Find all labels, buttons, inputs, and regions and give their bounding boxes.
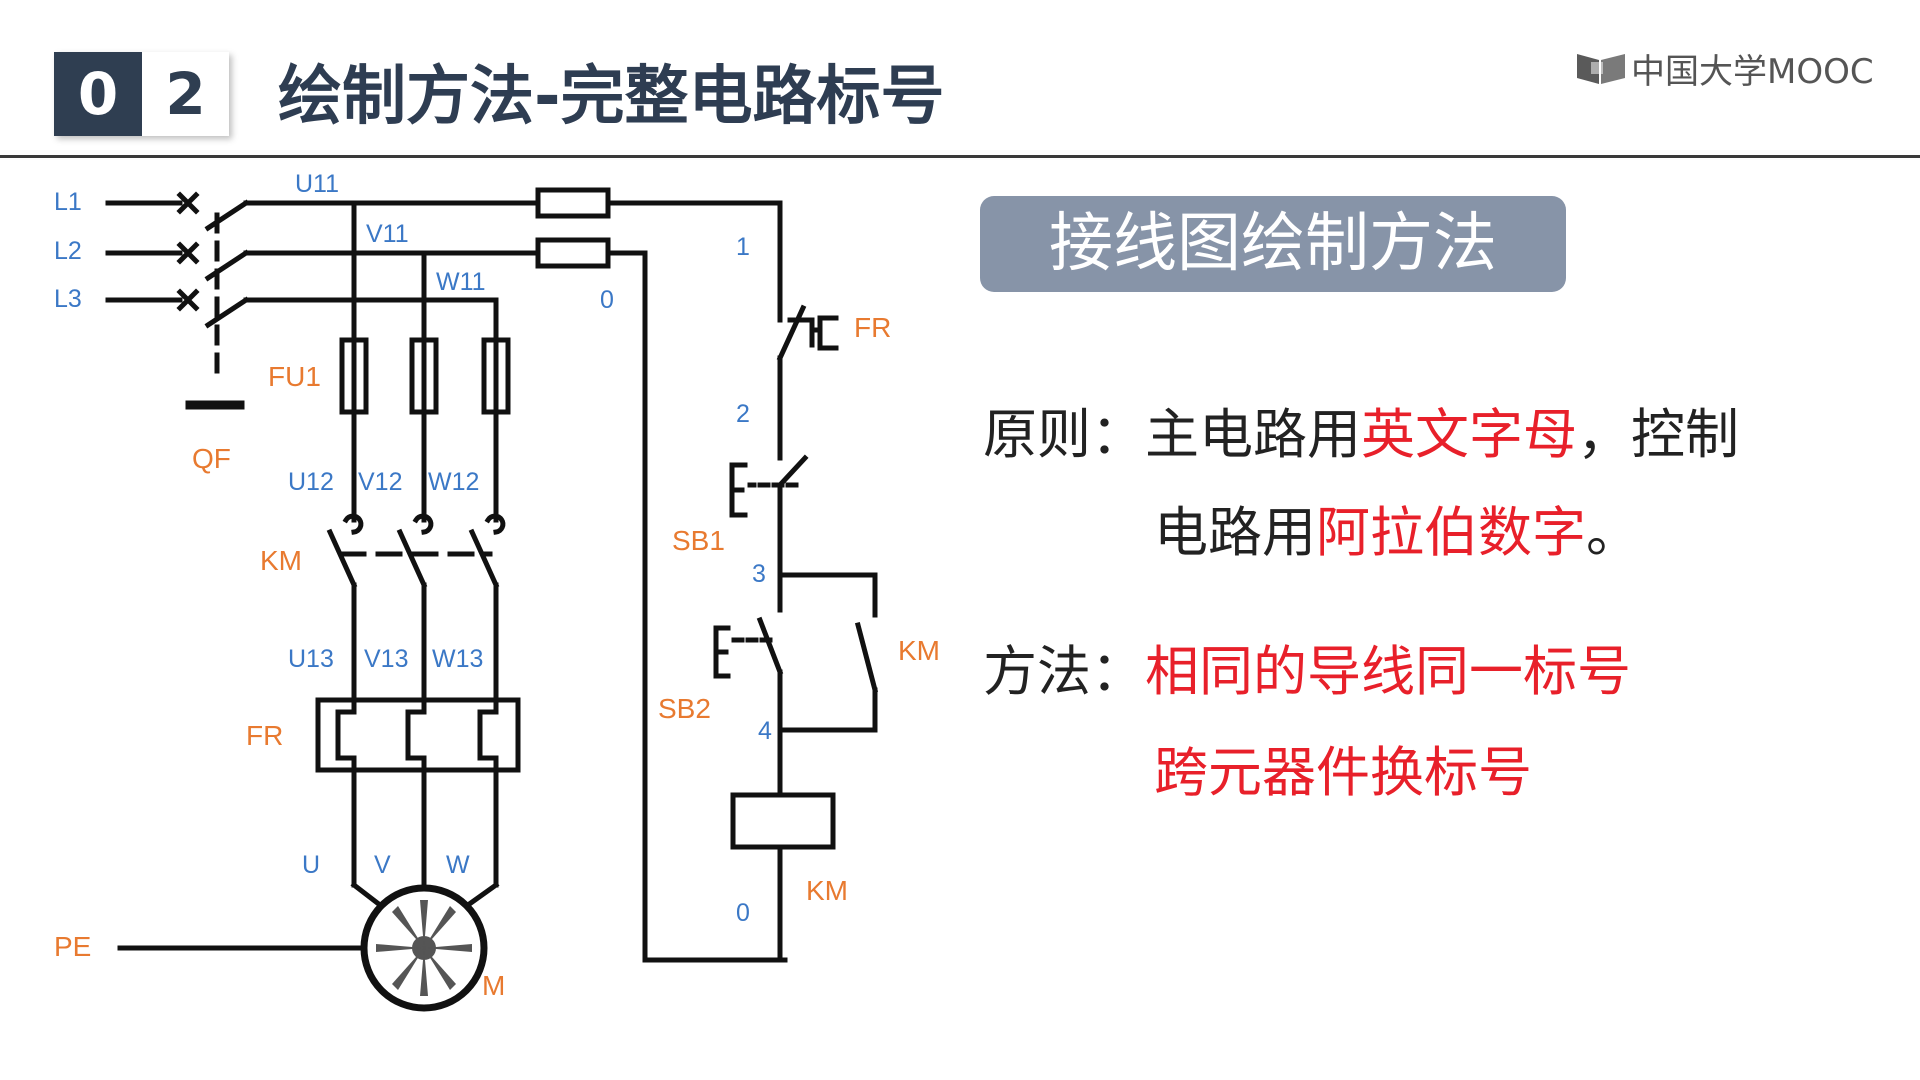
label-node-2: 2 bbox=[736, 400, 750, 428]
method-line-1: 方法：相同的导线同一标号 bbox=[983, 637, 1631, 707]
motor-fan-icon bbox=[376, 900, 472, 996]
label-u13: U13 bbox=[288, 645, 334, 673]
qf-blade-3 bbox=[204, 296, 250, 329]
label-node-4: 4 bbox=[758, 717, 772, 745]
label-w: W bbox=[446, 851, 470, 879]
book-logo-icon bbox=[1577, 54, 1625, 84]
principle-text-3: 电路用 bbox=[1154, 501, 1316, 564]
qf-cross-3 bbox=[176, 288, 200, 312]
control-fuse-1 bbox=[535, 187, 611, 219]
label-motor: M bbox=[482, 970, 505, 1001]
label-fr-control: FR bbox=[854, 312, 891, 343]
header-divider bbox=[0, 155, 1920, 158]
label-fu1: FU1 bbox=[268, 361, 321, 392]
principle-label: 原则： bbox=[983, 403, 1145, 466]
control-fuse-2 bbox=[535, 237, 611, 269]
section-number-badge: 0 2 bbox=[54, 52, 229, 136]
principle-text-4: 。 bbox=[1586, 501, 1640, 564]
fr-element-u bbox=[335, 697, 357, 773]
km-main-contact-v bbox=[396, 528, 428, 589]
label-u: U bbox=[302, 851, 320, 879]
fr-control-contact bbox=[776, 304, 807, 362]
principle-text-1: 主电路用 bbox=[1145, 403, 1361, 466]
label-l2: L2 bbox=[54, 237, 82, 265]
fr-element-v bbox=[405, 697, 427, 773]
sb2-button-mark bbox=[713, 625, 731, 679]
label-v12: V12 bbox=[358, 468, 402, 496]
circuit-diagram: L1 L2 L3 U11 V11 W11 U12 V12 W12 U13 V13… bbox=[54, 170, 940, 1012]
label-u11: U11 bbox=[295, 170, 339, 198]
km-main-contact-u bbox=[326, 528, 358, 589]
label-u12: U12 bbox=[288, 468, 334, 496]
sb1-contact bbox=[776, 454, 809, 489]
sb1-button-mark bbox=[729, 462, 748, 518]
method-line-2: 跨元器件换标号 bbox=[1154, 738, 1532, 808]
fr-control-thermal bbox=[809, 315, 839, 351]
label-l1: L1 bbox=[54, 188, 82, 216]
fr-element-w bbox=[477, 697, 499, 773]
method-label: 方法： bbox=[983, 640, 1145, 703]
label-w11: W11 bbox=[436, 268, 486, 296]
qf-blade-1 bbox=[204, 199, 250, 232]
qf-cross-2 bbox=[176, 241, 200, 265]
label-node-0-top: 0 bbox=[600, 286, 614, 314]
label-v11: V11 bbox=[366, 220, 409, 248]
principle-text-2: ，控制 bbox=[1577, 403, 1739, 466]
label-km-coil: KM bbox=[806, 875, 848, 906]
label-fr-main: FR bbox=[246, 720, 283, 751]
km-arc-w bbox=[484, 513, 506, 535]
qf-cross-1 bbox=[176, 191, 200, 215]
label-w12: W12 bbox=[428, 468, 479, 496]
km-arc-u bbox=[342, 513, 364, 535]
label-km-aux: KM bbox=[898, 635, 940, 666]
km-aux-contact bbox=[854, 621, 879, 694]
label-sb2: SB2 bbox=[658, 693, 711, 724]
mooc-logo: 中国大学MOOC bbox=[1575, 48, 1874, 92]
label-qf: QF bbox=[192, 443, 231, 474]
label-node-1: 1 bbox=[736, 233, 750, 261]
sb2-contact bbox=[756, 616, 784, 676]
section-heading-box: 接线图绘制方法 bbox=[980, 196, 1566, 292]
section-number-digit-1: 0 bbox=[54, 52, 142, 136]
method-highlight-2: 跨元器件换标号 bbox=[1154, 741, 1532, 804]
method-highlight-1: 相同的导线同一标号 bbox=[1145, 640, 1631, 703]
label-v13: V13 bbox=[364, 645, 408, 673]
principle-highlight-2: 阿拉伯数字 bbox=[1316, 501, 1586, 564]
principle-line-1: 原则：主电路用英文字母，控制 bbox=[983, 400, 1739, 470]
label-pe: PE bbox=[54, 931, 91, 962]
section-number-digit-2: 2 bbox=[142, 52, 229, 136]
logo-text: 中国大学MOOC bbox=[1631, 51, 1874, 92]
principle-line-2: 电路用阿拉伯数字。 bbox=[1154, 498, 1640, 568]
label-km-main: KM bbox=[260, 545, 302, 576]
label-v: V bbox=[374, 851, 391, 879]
slide-title: 绘制方法-完整电路标号 bbox=[278, 60, 945, 134]
label-sb1: SB1 bbox=[672, 525, 725, 556]
label-node-0-bottom: 0 bbox=[736, 899, 750, 927]
km-arc-v bbox=[412, 513, 434, 535]
label-l3: L3 bbox=[54, 285, 82, 313]
km-coil bbox=[730, 792, 836, 850]
principle-highlight-1: 英文字母 bbox=[1361, 403, 1577, 466]
qf-blade-2 bbox=[204, 249, 250, 282]
label-node-3: 3 bbox=[752, 560, 766, 588]
km-main-contact-w bbox=[468, 528, 500, 589]
label-w13: W13 bbox=[432, 645, 483, 673]
